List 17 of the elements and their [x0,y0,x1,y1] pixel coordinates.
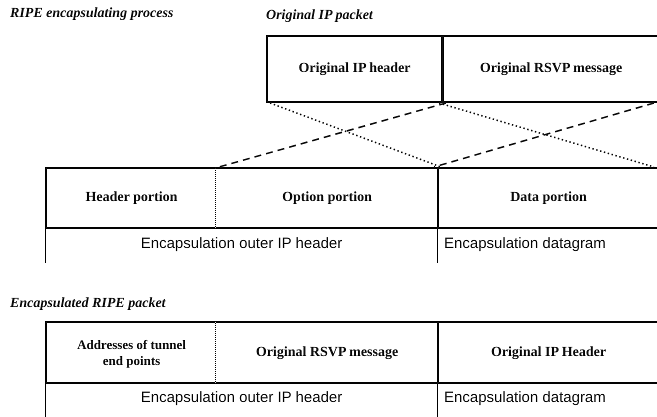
packet-field: Original IP Header [437,321,657,384]
mapping-line [270,102,442,168]
packet-field: Data portion [437,167,657,229]
packet-field: Original RSVP message [215,321,438,384]
packet-field: Original IP header [266,35,443,103]
header-row-label: Encapsulation datagram [437,229,657,263]
header-row-label: Encapsulation datagram [437,383,657,417]
mapping-line [218,102,446,168]
diagram-title: RIPE encapsulating process [10,6,174,22]
header-row-label: Encapsulation outer IP header [45,229,437,263]
section-heading: Original IP packet [266,8,373,24]
header-row-label: Encapsulation outer IP header [45,383,437,417]
packet-field: Addresses of tunnel end points [45,321,216,384]
packet-field: Option portion [215,167,438,229]
section-heading: Encapsulated RIPE packet [10,296,166,312]
packet-field: Header portion [45,167,216,229]
packet-field: Original RSVP message [442,35,657,103]
